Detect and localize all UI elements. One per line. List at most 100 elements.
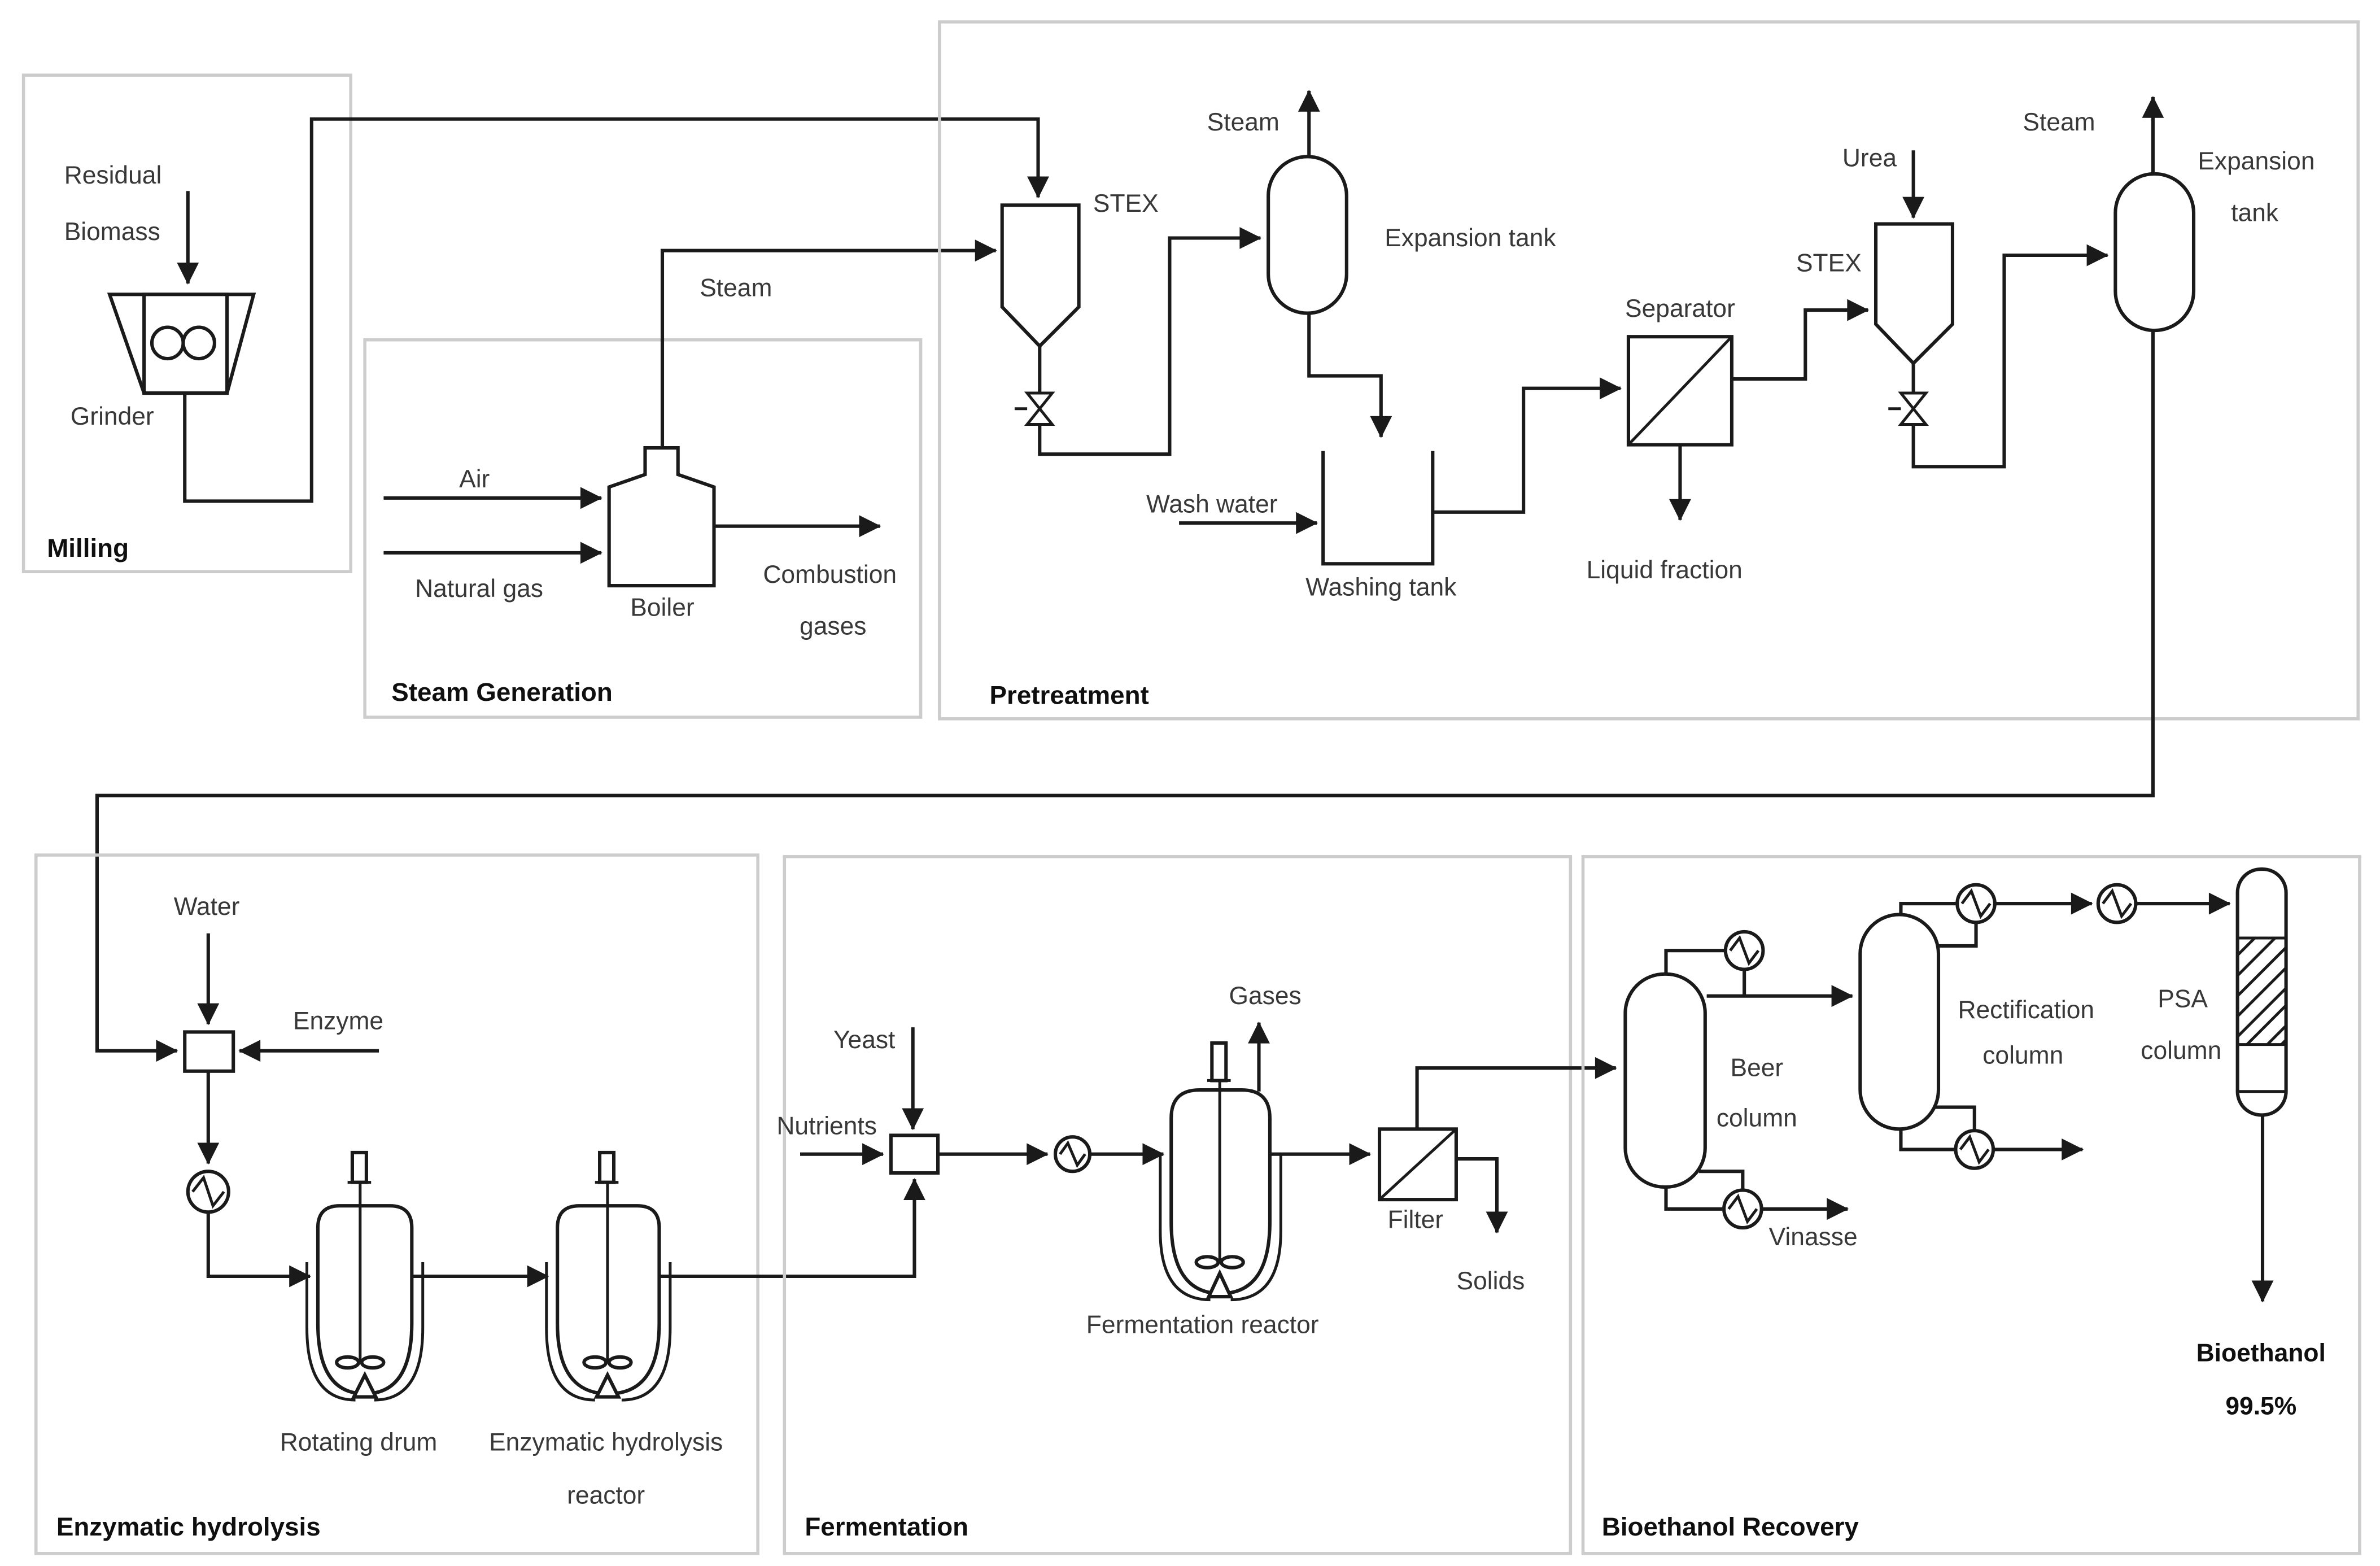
stex1-label: STEX — [1093, 190, 1159, 217]
enzymatic-hydrolysis-section-title: Enzymatic hydrolysis — [56, 1512, 321, 1541]
residual-biomass-label-line1: Residual — [64, 162, 162, 189]
section-steam-generation: Steam Generation Air Natural gas Boiler … — [363, 239, 997, 719]
enzyme-label: Enzyme — [293, 1007, 383, 1035]
beer-column-symbol — [1623, 972, 1707, 1189]
section-pretreatment: Pretreatment STEX Steam Expansion tank W… — [938, 20, 2360, 721]
fermenter-nozzle — [1210, 1041, 1228, 1083]
bioethanol-label: Bioethanol — [2196, 1339, 2326, 1367]
superheater-hx-icon — [2096, 883, 2138, 924]
hydrolysis-mixer-symbol — [183, 1030, 235, 1073]
solids-label: Solids — [1457, 1267, 1525, 1295]
ehr-nozzle — [598, 1150, 616, 1184]
rotating-drum-symbol — [305, 1150, 425, 1402]
beer-column-label-line2: column — [1717, 1104, 1797, 1132]
grinder-symbol — [107, 293, 256, 395]
hx-zigzag — [1959, 1134, 1990, 1165]
section-bioethanol-recovery: Bioethanol Recovery Beer column Vinasse … — [1581, 855, 2361, 1555]
section-enzymatic-hydrolysis: Enzymatic hydrolysis Water Enzyme Rotati… — [34, 853, 759, 1555]
separator-to-stex2-pipe — [1731, 299, 1870, 381]
fermentation-section-title: Fermentation — [805, 1512, 968, 1541]
grinder-label: Grinder — [71, 403, 154, 430]
steam-generation-section-box — [363, 338, 923, 719]
separator-diagonal — [1627, 335, 1733, 446]
psa-bed-hatch — [2236, 937, 2287, 1046]
drum-nozzle — [350, 1150, 368, 1184]
filter-label: Filter — [1388, 1206, 1444, 1234]
stex2-hopper-symbol — [1874, 222, 1955, 366]
milling-section-box — [21, 73, 352, 573]
hx-zigzag — [1727, 1193, 1758, 1225]
section-fermentation: Fermentation Yeast Nutrients Gases Ferme… — [776, 855, 1573, 1555]
drum-bottom-notch — [351, 1371, 379, 1399]
fermentation-mixer-symbol — [889, 1133, 940, 1175]
washing-tank-symbol — [1321, 451, 1435, 566]
steam-label-boiler: Steam — [700, 274, 772, 302]
ehr-jacket-right — [621, 1262, 672, 1402]
beer-reboiler-return-pipe — [1698, 1170, 1745, 1190]
drum-jacket-right — [374, 1262, 425, 1402]
rotating-drum-label: Rotating drum — [280, 1428, 438, 1456]
drum-paddle-left — [335, 1355, 361, 1370]
psa-label-line1: PSA — [2158, 985, 2208, 1013]
washing-tank-label: Washing tank — [1305, 573, 1457, 601]
fermenter-jacket-right — [1230, 1155, 1282, 1302]
air-label: Air — [459, 465, 490, 493]
filtrate-pipe-to-beer-column — [1415, 1057, 1617, 1129]
hydrolysate-pipe-to-fermentation — [659, 1178, 925, 1279]
expansion-tank1-symbol — [1267, 155, 1348, 315]
rect-reboiler-inlet-pipe — [1899, 1129, 1956, 1151]
psa-column-symbol — [2235, 867, 2288, 1117]
beer-reboiler-inlet-pipe — [1664, 1187, 1723, 1211]
heat-exchanger-icon-fermentation — [1053, 1135, 1092, 1174]
pretreatment-section-title: Pretreatment — [990, 681, 1149, 710]
milled-biomass-pipe-to-stex — [183, 117, 1049, 503]
fermentation-reactor-label: Fermentation reactor — [1086, 1311, 1319, 1338]
combustion-gases-label-line1: Combustion — [763, 561, 897, 588]
boiler-symbol — [607, 446, 716, 588]
section-milling: Milling Residual Biomass Grinder — [21, 73, 1049, 573]
ehr-paddle-right — [607, 1355, 633, 1370]
pretreatment-section-box — [938, 20, 2360, 721]
boiler-label: Boiler — [630, 594, 695, 621]
beer-reboiler-hx-icon — [1722, 1188, 1763, 1230]
beer-condenser-hx-icon — [1723, 930, 1765, 971]
hx-zigzag — [1729, 935, 1760, 966]
stex1-valve-icon — [1024, 391, 1055, 426]
vinasse-label: Vinasse — [1769, 1223, 1858, 1251]
drum-paddle-right — [360, 1355, 386, 1370]
expansion-tank2-label-line1: Expansion — [2198, 147, 2315, 175]
steam-generation-section-title: Steam Generation — [391, 678, 613, 706]
fermenter-jacket-left — [1159, 1155, 1211, 1302]
wash-water-label: Wash water — [1146, 490, 1278, 518]
nutrients-label: Nutrients — [776, 1112, 877, 1140]
grinder-roller-right — [181, 325, 216, 361]
rect-condenser-inlet-pipe — [1899, 901, 1958, 915]
hx-zigzag — [1059, 1140, 1086, 1168]
fermentation-section-box — [783, 855, 1573, 1555]
steam-pipe-to-stex — [660, 239, 997, 448]
expansion-tank2-label-line2: tank — [2231, 199, 2279, 227]
bioethanol-recovery-section-box — [1581, 855, 2361, 1555]
solids-arrow — [1456, 1157, 1508, 1234]
grinder-roller-left — [150, 325, 185, 361]
hx-zigzag — [2102, 888, 2133, 919]
milling-section-title: Milling — [47, 534, 129, 562]
stex2-label: STEX — [1796, 249, 1862, 277]
rectification-label-line1: Rectification — [1958, 996, 2094, 1024]
rect-reboiler-hx-icon — [1954, 1129, 1995, 1170]
water-label: Water — [174, 893, 240, 921]
heat-exchanger-icon-hydrolysis — [186, 1170, 230, 1214]
natural-gas-label: Natural gas — [415, 575, 543, 603]
ehr-paddle-left — [582, 1355, 608, 1370]
ehr-jacket-left — [545, 1262, 595, 1402]
fermenter-paddle-left — [1194, 1255, 1220, 1270]
rect-condenser-reflux-pipe — [1938, 922, 1978, 948]
ehr-bottom-notch — [593, 1371, 622, 1399]
rect-condenser-hx-icon — [1955, 883, 1997, 924]
hx-zigzag — [191, 1175, 225, 1209]
rect-reboiler-return-pipe — [1935, 1105, 1976, 1131]
filter-diagonal — [1378, 1128, 1457, 1201]
pretreated-slurry-pipe-to-hydrolysis — [95, 330, 2155, 1062]
